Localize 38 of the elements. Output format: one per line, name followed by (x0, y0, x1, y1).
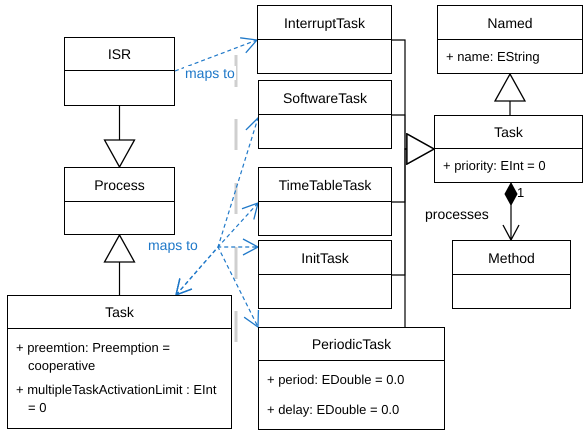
class-name: Named (487, 16, 533, 30)
attribute-text: + multipleTaskActivationLimit : EInt = 0 (16, 381, 218, 417)
class-box (258, 167, 392, 236)
class-box (257, 5, 392, 74)
class-box (452, 240, 571, 309)
class-box (258, 327, 445, 430)
attribute-text: + delay: EDouble = 0.0 (267, 401, 400, 419)
class-name: PeriodicTask (312, 337, 392, 351)
class-name: InitTask (301, 250, 349, 264)
connector-arrow (404, 133, 435, 327)
edge-label: maps to (147, 238, 199, 252)
class-box (64, 37, 175, 106)
dashed-arrow (175, 246, 260, 328)
attribute-text: + preemtion: Preemption = cooperative (16, 339, 171, 375)
connector-arrow (502, 182, 520, 241)
class-box (7, 295, 232, 429)
edge-label: maps to (184, 66, 236, 80)
class-name: ISR (108, 47, 132, 61)
connector-arrow (494, 73, 526, 115)
attribute-text: + period: EDouble = 0.0 (267, 371, 404, 389)
class-name: Method (488, 250, 535, 264)
attribute-text: + priority: EInt = 0 (443, 157, 546, 175)
class-box (258, 240, 392, 309)
connector-arrow (104, 106, 136, 168)
class-name: TimeTableTask (278, 178, 372, 192)
class-box (64, 167, 175, 235)
attribute-text: + name: EString (446, 48, 540, 66)
class-box (434, 115, 583, 183)
class-name: SoftwareTask (282, 90, 368, 104)
class-name: InterruptTask (284, 16, 365, 30)
class-name: Task (494, 125, 523, 139)
class-name: Task (105, 305, 134, 319)
class-box (437, 5, 583, 74)
class-name: Process (94, 178, 145, 192)
class-box (258, 80, 392, 149)
dashed-arrow (174, 37, 258, 72)
connector-arrow (104, 234, 136, 295)
multiplicity-label: 1 (517, 186, 524, 199)
